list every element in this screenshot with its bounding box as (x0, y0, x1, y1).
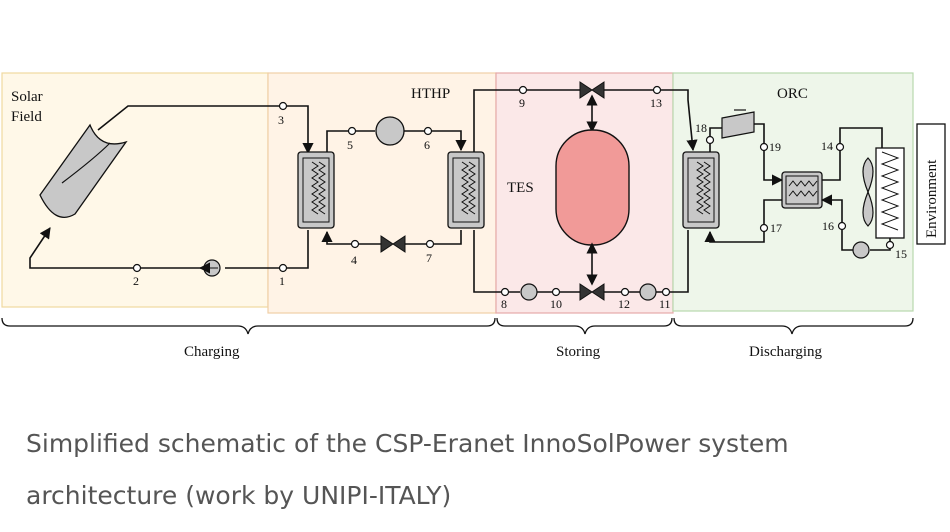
system-schematic: Solar Field HTHP TES ORC (1, 72, 946, 360)
tes-top-valve-icon (579, 81, 605, 99)
solar-field-label-2: Field (11, 109, 42, 125)
svg-text:6: 6 (424, 138, 430, 152)
svg-text:8: 8 (501, 297, 507, 311)
solar-pump-icon (203, 259, 221, 277)
cooling-fan-icon (862, 157, 874, 227)
discharging-label: Discharging (749, 344, 823, 360)
figure-caption: Simplified schematic of the CSP-Eranet I… (26, 429, 789, 510)
svg-text:15: 15 (895, 247, 907, 261)
storing-label: Storing (556, 344, 601, 360)
svg-text:5: 5 (347, 138, 353, 152)
tes-label: TES (507, 180, 534, 196)
orc-evaporator-icon (682, 151, 720, 229)
tes-pump-left-icon (520, 283, 538, 301)
state-point-7: 7 (425, 239, 435, 265)
state-point-1: 1 (278, 263, 288, 288)
recuperator-icon (781, 171, 823, 209)
storing-brace (496, 317, 673, 335)
state-point-17: 17 (759, 221, 782, 235)
charging-label: Charging (184, 344, 240, 360)
tes-pump-right-icon (639, 283, 657, 301)
state-point-15: 15 (885, 240, 907, 261)
state-point-10: 10 (550, 287, 562, 311)
tes-tank-icon (555, 129, 630, 246)
state-point-2: 2 (132, 263, 142, 288)
svg-text:16: 16 (822, 219, 834, 233)
state-point-14: 14 (821, 139, 845, 153)
state-point-8: 8 (500, 287, 510, 311)
svg-text:13: 13 (650, 96, 662, 110)
state-point-6: 6 (423, 126, 433, 152)
svg-text:10: 10 (550, 297, 562, 311)
svg-text:12: 12 (618, 297, 630, 311)
svg-text:3: 3 (278, 113, 284, 127)
hthp-evaporator-icon (297, 151, 335, 229)
state-point-5: 5 (347, 126, 357, 152)
svg-text:2: 2 (133, 274, 139, 288)
svg-text:17: 17 (770, 221, 782, 235)
state-point-9: 9 (518, 85, 528, 110)
condenser-icon (875, 147, 905, 239)
charging-brace (1, 317, 496, 335)
turbine-icon (721, 109, 755, 139)
state-point-13: 13 (650, 85, 662, 110)
state-point-16: 16 (822, 219, 847, 233)
solar-field-label: Solar (11, 89, 43, 105)
state-point-12: 12 (618, 287, 630, 311)
hthp-condenser-icon (447, 151, 485, 229)
solar-collector-icon (39, 123, 128, 218)
charging-region (1, 72, 269, 308)
svg-text:9: 9 (519, 96, 525, 110)
svg-text:7: 7 (426, 251, 432, 265)
svg-text:11: 11 (659, 297, 671, 311)
state-point-19: 19 (759, 140, 781, 154)
svg-text:14: 14 (821, 139, 833, 153)
orc-label: ORC (777, 86, 808, 102)
discharging-brace (673, 317, 914, 335)
state-point-4: 4 (350, 239, 360, 267)
state-point-3: 3 (278, 101, 288, 127)
state-point-18: 18 (695, 121, 715, 145)
environment-label: Environment (924, 159, 940, 238)
orc-pump-icon (852, 241, 870, 259)
state-point-11: 11 (659, 287, 671, 311)
compressor-icon (375, 116, 405, 146)
hthp-label: HTHP (411, 86, 450, 102)
svg-text:1: 1 (279, 274, 285, 288)
svg-text:19: 19 (769, 140, 781, 154)
environment-box (916, 123, 946, 245)
svg-text:4: 4 (351, 253, 357, 267)
svg-text:18: 18 (695, 121, 707, 135)
